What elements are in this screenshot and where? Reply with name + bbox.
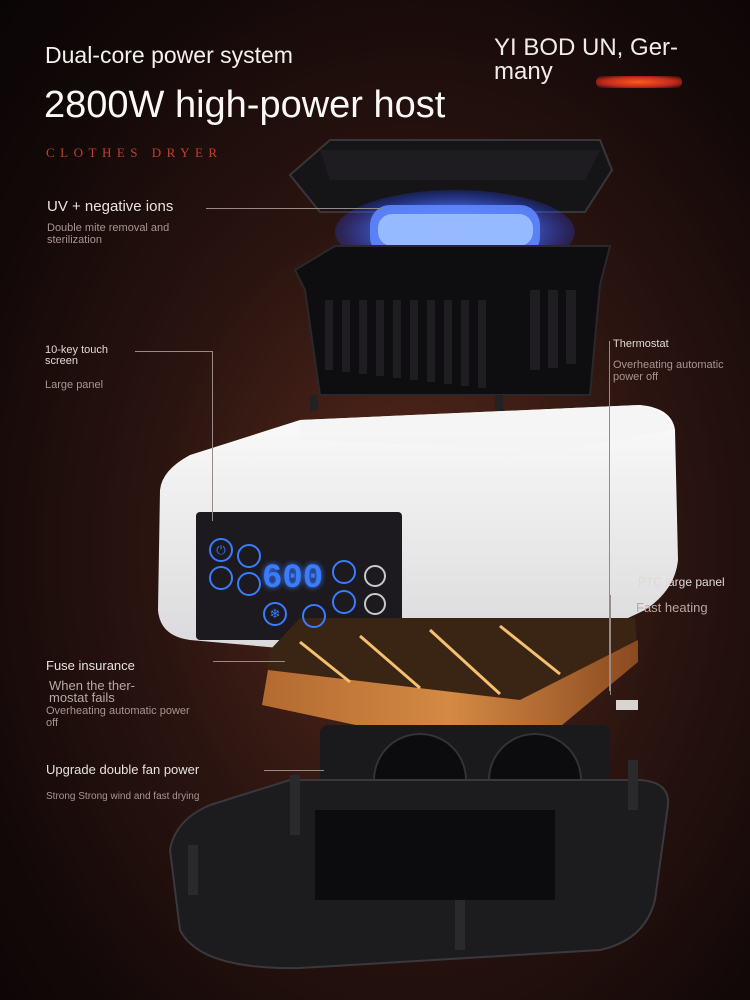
top-lid	[288, 139, 614, 213]
callout-line-touch-v	[212, 351, 213, 521]
mode-button[interactable]	[237, 544, 261, 568]
fan-button[interactable]	[332, 560, 356, 584]
display-readout: 600	[262, 560, 328, 598]
heat-button[interactable]	[209, 566, 233, 590]
callout-line-uv	[206, 208, 381, 209]
thermostat-sensor	[616, 700, 638, 710]
callout-line-touch	[135, 351, 213, 352]
power-button[interactable]: ⏻	[209, 538, 233, 562]
snowflake-button[interactable]: ❄	[263, 602, 287, 626]
brand-text: YI BOD UN, Ger- many	[494, 34, 679, 85]
timer-button[interactable]	[364, 565, 386, 587]
touch-desc: Large panel	[45, 379, 104, 391]
fuse-desc1: When the ther- mostat fails	[49, 678, 135, 705]
thermostat-label: Thermostat	[613, 338, 669, 350]
fuse-label: Fuse insurance	[46, 658, 135, 673]
callout-line-ptc	[610, 595, 611, 695]
product-tag: CLOTHES DRYER	[46, 145, 223, 160]
ptc-label: PTC large panel	[638, 575, 725, 589]
home-button[interactable]	[302, 604, 326, 628]
ptc-desc: Fast heating	[636, 600, 708, 615]
cycle-button[interactable]	[237, 572, 261, 596]
callout-line-thermostat	[609, 341, 610, 691]
fan-desc: Strong Strong wind and fast drying	[46, 791, 200, 802]
brand-glow	[596, 76, 682, 88]
callout-line-fuse	[213, 661, 285, 662]
page-subtitle: 2800W high-power host	[44, 84, 446, 126]
thermostat-desc: Overheating automatic power off	[613, 359, 724, 383]
page-title: Dual-core power system	[45, 42, 293, 68]
callout-line-fan	[264, 770, 324, 771]
display-value: 600	[262, 560, 324, 598]
fan-label: Upgrade double fan power	[46, 762, 200, 777]
timer2-button[interactable]	[364, 593, 386, 615]
grille-chamber	[293, 245, 612, 435]
uv-desc: Double mite removal and sterilization	[47, 222, 170, 246]
uv-label: UV + negative ions	[47, 198, 174, 215]
swing-button[interactable]	[332, 590, 356, 614]
fuse-desc2: Overheating automatic power off	[46, 705, 190, 729]
base-tray	[168, 760, 670, 970]
touch-label: 10-key touch screen	[45, 344, 108, 367]
